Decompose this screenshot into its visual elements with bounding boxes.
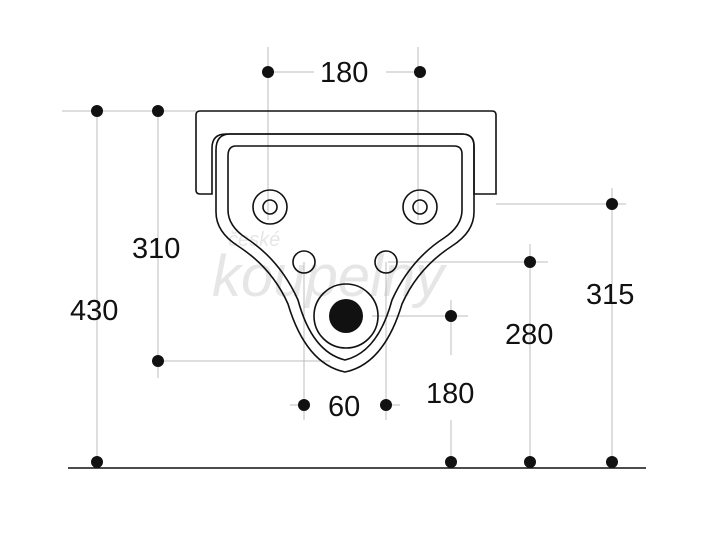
right-small-hole (374, 250, 398, 274)
dim-outlet-height: 180 (426, 378, 474, 410)
dimension-dots (91, 66, 618, 468)
bowl-outer-outline (215, 133, 475, 373)
outlet-ring (313, 283, 379, 349)
dim-right-height: 315 (586, 279, 634, 311)
holes (252, 189, 438, 349)
left-small-hole (292, 250, 316, 274)
dim-top-hole-spacing: 180 (320, 57, 368, 89)
outlet-hole (329, 299, 363, 333)
left-bolt-hole (252, 189, 288, 225)
dim-small-hole-spacing: 60 (328, 391, 360, 423)
mounting-plate-outline (195, 110, 497, 195)
dim-total-height: 430 (70, 295, 118, 327)
watermark: české koupelny (212, 229, 447, 309)
dimension-labels: 180 430 310 315 280 180 60 (70, 57, 634, 423)
dim-rim-height: 310 (132, 233, 180, 265)
bowl-inner-outline (227, 145, 463, 361)
dim-small-hole-height: 280 (505, 319, 553, 351)
right-bolt-hole (402, 189, 438, 225)
watermark-line2: koupelny (212, 244, 447, 309)
toilet-outline (195, 110, 497, 373)
